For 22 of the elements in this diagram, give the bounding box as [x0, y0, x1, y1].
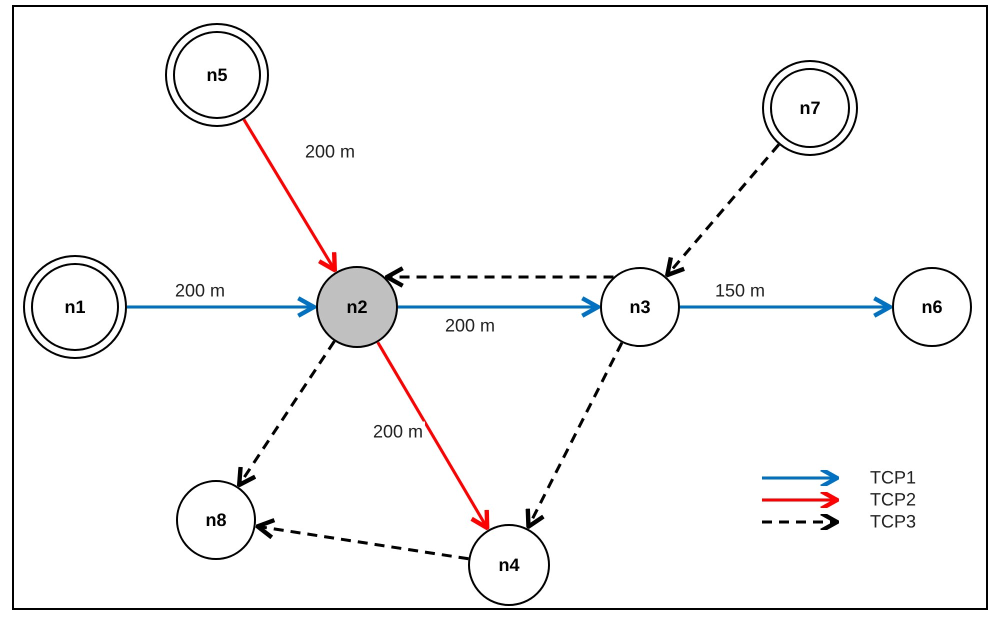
- arrow: [376, 342, 490, 530]
- circle-node: [316, 266, 398, 348]
- node-label: n2: [346, 296, 368, 318]
- arrow: [665, 144, 780, 278]
- node-label: n6: [921, 296, 942, 318]
- node-label: n8: [205, 510, 226, 530]
- node-label: n5: [206, 64, 228, 86]
- legend-label: TCP3: [870, 512, 916, 532]
- arrow: [242, 118, 337, 272]
- legend-label: TCP1: [870, 468, 916, 488]
- arrow: [255, 518, 469, 560]
- arrow: [127, 296, 316, 318]
- node-label: n7: [799, 98, 820, 118]
- node-label: n3: [629, 296, 650, 318]
- arrow: [680, 296, 892, 318]
- arrow: [398, 296, 600, 318]
- arrow: [237, 340, 336, 488]
- node-label: n4: [498, 554, 520, 576]
- arrow: [526, 342, 624, 529]
- arrow: [384, 266, 614, 288]
- legend-label: TCP2: [870, 490, 916, 510]
- node-label: n1: [64, 296, 86, 318]
